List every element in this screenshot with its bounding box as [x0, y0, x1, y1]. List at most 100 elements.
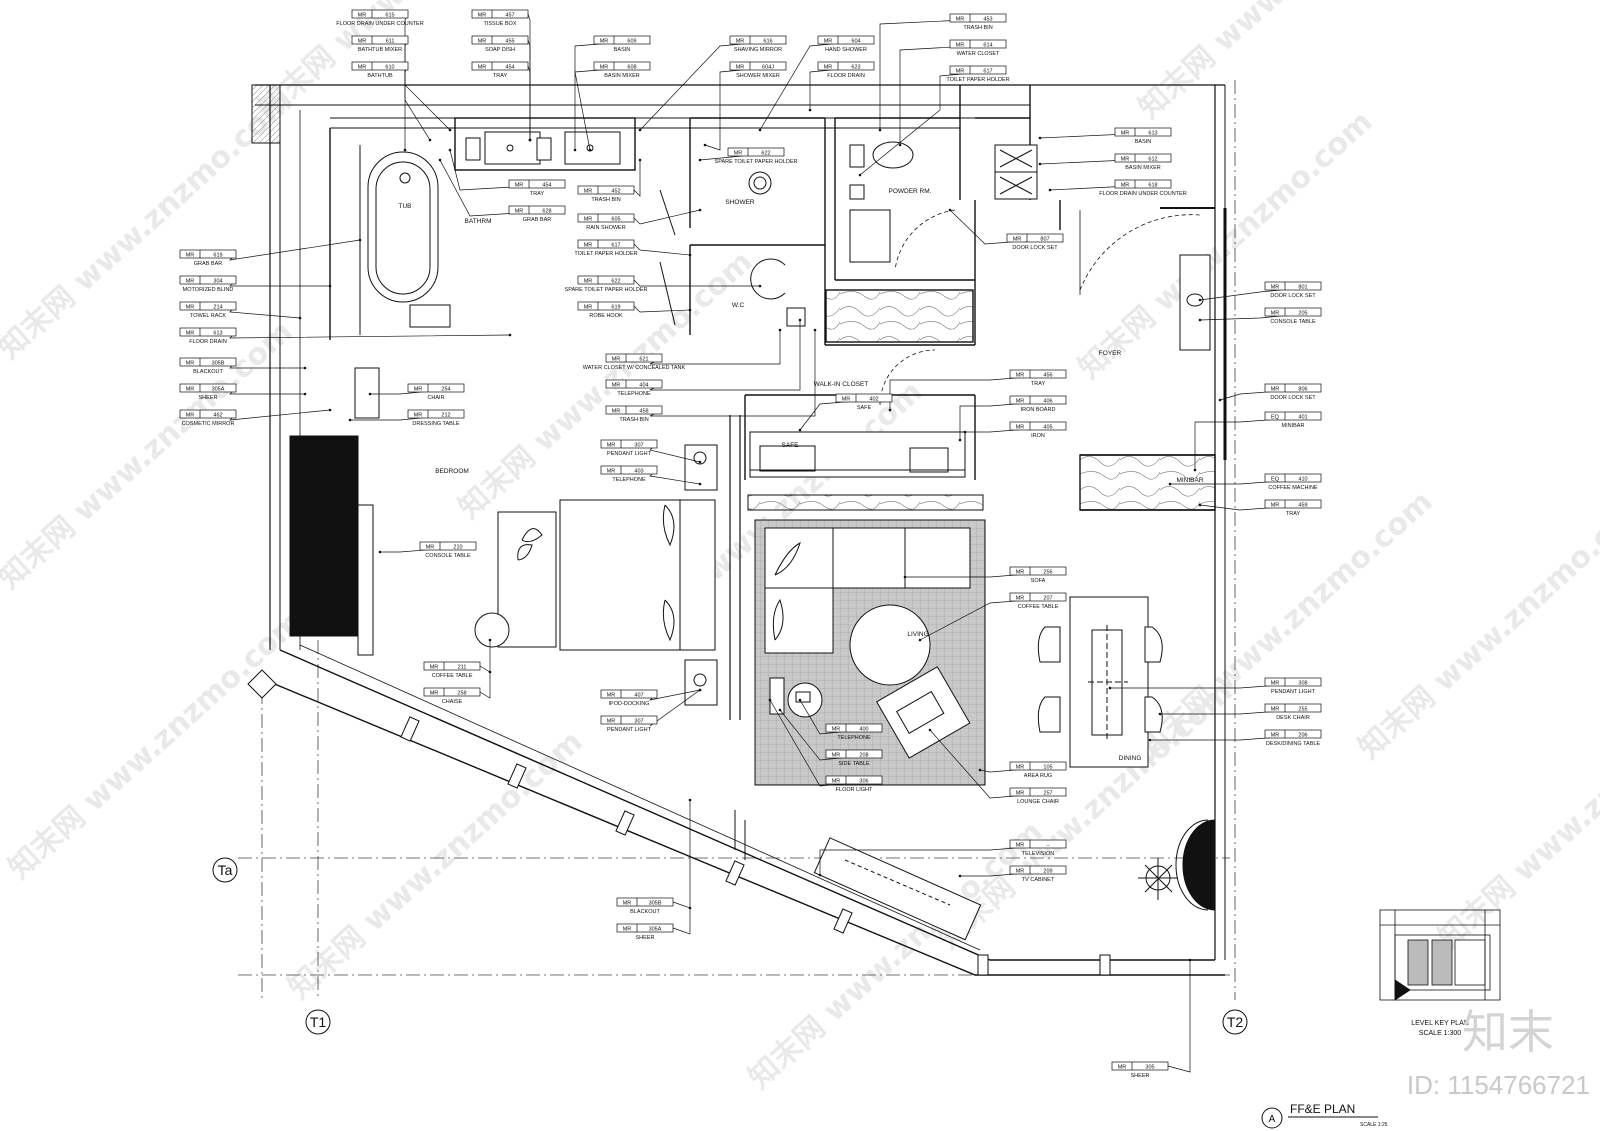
tag-name: IRON	[1031, 433, 1045, 439]
room-label-tub: TUB	[399, 203, 412, 210]
tag-code: MR	[1271, 680, 1280, 686]
svg-text:Ta: Ta	[218, 862, 233, 878]
tag-leader-line	[649, 689, 701, 727]
tag-leader-line	[633, 243, 691, 256]
tag-box	[616, 897, 674, 907]
tag-number: 622	[611, 278, 620, 284]
tag-box	[577, 213, 635, 223]
tag-code: MR	[358, 38, 367, 44]
tag-code: MR	[426, 544, 435, 550]
svg-text:T2: T2	[1227, 1014, 1244, 1030]
tag-code: MR	[832, 778, 841, 784]
tag-code: MR	[584, 304, 593, 310]
tag-number: 456	[1043, 372, 1052, 378]
tag-name: DESK/DINING TABLE	[1266, 741, 1321, 747]
tag-box	[600, 439, 658, 449]
tag-number: 305A	[649, 926, 662, 932]
tag-code: MR	[584, 278, 593, 284]
tag-name: BLACKOUT	[193, 369, 223, 375]
room-label-bathroom: BATHRM	[465, 218, 492, 225]
tag-name: BASIN MIXER	[1125, 165, 1160, 171]
bathroom-fixtures	[359, 131, 1038, 335]
tag-code: MR	[612, 408, 621, 414]
tag-number: 214	[213, 304, 222, 310]
tag-number: 400	[859, 726, 868, 732]
tag-code: MR	[1016, 424, 1025, 430]
tag-box	[179, 301, 237, 311]
tag-number: 256	[1043, 569, 1052, 575]
tag-name: IPOD-DOCKING	[609, 701, 650, 707]
tag-number: 403	[634, 468, 643, 474]
tag-name: FLOOR DRAIN UNDER COUNTER	[336, 21, 423, 27]
tag-box	[351, 35, 409, 45]
tag-name: AREA RUG	[1024, 773, 1052, 779]
tag-name: IRON BOARD	[1021, 407, 1056, 413]
tag-code: MR	[824, 38, 833, 44]
tag-leader-line	[1167, 960, 1191, 1073]
tag-box	[1264, 729, 1322, 739]
tag-box	[1009, 395, 1067, 405]
tag-code: MR	[186, 304, 195, 310]
tag-name: SAFE	[857, 405, 872, 411]
tag-box	[1114, 127, 1172, 137]
tag-number: 604	[851, 38, 860, 44]
view-id-bubble	[1261, 1107, 1283, 1129]
tag-name: TISSUE BOX	[483, 21, 516, 27]
tag-name: ROBE HOOK	[589, 313, 623, 319]
tag-number: 608	[627, 64, 636, 70]
tag-number: 305B	[212, 360, 225, 366]
tag-name: TRAY	[493, 73, 508, 79]
tag-name: WATER CLOSET W/ CONCEALED TANK	[583, 365, 686, 371]
tag-code: MR	[1121, 130, 1130, 136]
tag-name: PENDANT LIGHT	[607, 451, 652, 457]
tag-number: 619	[213, 252, 222, 258]
tag-box	[1264, 499, 1322, 509]
room-label-walkin: WALK-IN CLOSET	[814, 381, 869, 388]
tag-code: MR	[842, 396, 851, 402]
tag-name: SPARE TOILET PAPER HOLDER	[565, 287, 648, 293]
foyer-and-tv	[734, 254, 1216, 941]
tag-code: EQ	[1271, 476, 1280, 482]
tag-box	[727, 147, 785, 157]
tag-code: MR	[612, 382, 621, 388]
interior-walls	[454, 85, 1216, 720]
tag-name: TRAY	[1031, 381, 1046, 387]
tag-code: MR	[607, 468, 616, 474]
tag-box	[1264, 411, 1322, 421]
tag-box	[1114, 153, 1172, 163]
tag-code: MR	[414, 386, 423, 392]
tag-name: BASIN	[614, 47, 631, 53]
tag-name: SHEER	[199, 395, 218, 401]
tag-code: MR	[1016, 868, 1025, 874]
tag-box	[1264, 703, 1322, 713]
tag-name: FLOOR DRAIN	[189, 339, 227, 345]
tag-box	[1009, 865, 1067, 875]
tag-name: DOOR LOCK SET	[1012, 245, 1058, 251]
tag-number: 210	[453, 544, 462, 550]
tag-name: DRESSING TABLE	[412, 421, 460, 427]
tag-name: SHEER	[636, 935, 655, 941]
tag-leader-line	[633, 160, 641, 197]
tag-name: CHAIR	[427, 395, 444, 401]
tag-code: MR	[1121, 182, 1130, 188]
tag-code: MR	[584, 188, 593, 194]
room-label-living: LIVING	[907, 631, 928, 638]
tag-number: 613	[213, 330, 222, 336]
tag-number: 628	[542, 208, 551, 214]
